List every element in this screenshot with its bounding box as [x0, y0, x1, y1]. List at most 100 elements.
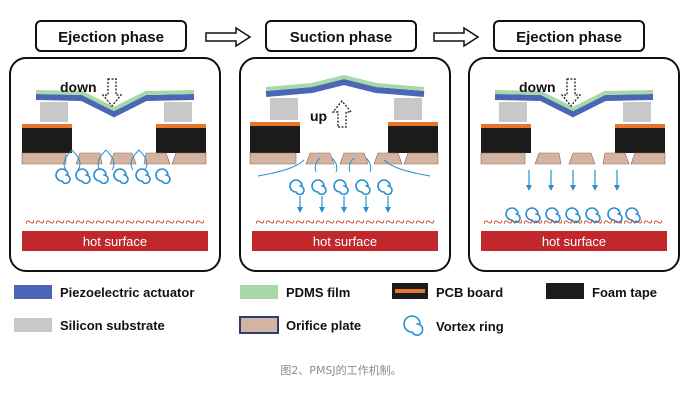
hot-surface-label: hot surface — [313, 234, 377, 249]
heat-wave — [643, 220, 653, 224]
phase-title-2: Suction phase — [290, 29, 393, 46]
legend-label-silicon: Silicon substrate — [60, 318, 165, 333]
heat-wave — [513, 220, 523, 224]
vortex-ring-icon — [403, 315, 424, 336]
foam-tape — [481, 128, 531, 153]
heat-wave — [573, 220, 583, 224]
foam-tape — [388, 126, 438, 153]
legend-item-silicon: Silicon substrate — [14, 318, 165, 333]
flow-arrows — [297, 196, 391, 213]
silicon-substrate — [499, 102, 527, 122]
vortex-ring-row — [55, 168, 171, 185]
silicon-substrate — [40, 102, 68, 122]
legend-label-pdms: PDMS film — [286, 285, 350, 300]
heat-wave — [85, 220, 95, 224]
legend-label-vortex: Vortex ring — [436, 319, 504, 334]
pdms-film — [265, 74, 425, 91]
vortex-ring-icon — [377, 179, 393, 196]
vortex-ring-icon — [93, 168, 109, 185]
heat-wave — [365, 220, 375, 224]
heat-wave — [345, 220, 355, 224]
heat-wave — [603, 220, 613, 224]
legend-label-piezo: Piezoelectric actuator — [60, 285, 194, 300]
vortex-ring-icon — [55, 168, 71, 185]
heat-wave — [45, 220, 55, 224]
phase-header-1: Ejection phase — [35, 20, 187, 52]
vortex-ring-icon — [155, 168, 171, 185]
legend-item-pcb: PCB board — [392, 283, 503, 300]
vortex-ring-icon — [565, 207, 581, 224]
vortex-ring-icon — [333, 179, 349, 196]
silicon-substrate — [270, 98, 298, 120]
figure-caption: 图2、PMSJ的工作机制。 — [280, 363, 401, 377]
hot-surface-3: hot surface — [481, 231, 667, 251]
vortex-ring-row — [505, 207, 641, 224]
vortex-ring-row — [289, 179, 393, 196]
up-arrow — [331, 100, 353, 128]
vortex-ring-icon — [625, 207, 641, 224]
orifice-plate — [21, 152, 207, 165]
legend-item-orifice: Orifice plate — [239, 316, 361, 334]
motion-label-1: down — [60, 79, 97, 95]
vortex-ring-icon — [311, 179, 327, 196]
pcb-board — [388, 122, 438, 126]
heat-wave — [315, 220, 325, 224]
heat-wave — [563, 220, 573, 224]
heat-wave — [593, 220, 603, 224]
heat-wave — [155, 220, 165, 224]
heat-wave — [255, 220, 265, 224]
pcb-board — [250, 122, 300, 126]
heat-wave — [325, 220, 335, 224]
flow-arrows — [526, 170, 620, 191]
legend-item-foam: Foam tape — [546, 283, 657, 300]
legend-label-pcb: PCB board — [436, 285, 503, 300]
vortex-ring-icon — [135, 168, 151, 185]
legend: Piezoelectric actuator PDMS film PCB boa… — [14, 283, 657, 336]
transition-arrow-2 — [433, 26, 480, 48]
suction-flow-lines — [257, 157, 431, 177]
heat-wave — [543, 220, 553, 224]
heat-wave — [55, 220, 65, 224]
heat-wave — [175, 220, 185, 224]
silicon-substrate — [623, 102, 651, 122]
heat-wave — [35, 220, 45, 224]
panel-1-device: down — [21, 78, 207, 185]
heat-wave — [523, 220, 533, 224]
pcb-board — [615, 124, 665, 128]
legend-label-foam: Foam tape — [592, 285, 657, 300]
foam-tape — [156, 128, 206, 153]
heat-wave — [275, 220, 285, 224]
vortex-ring-icon — [289, 179, 305, 196]
vortex-ring-icon — [525, 207, 541, 224]
heat-wave — [653, 220, 663, 224]
heat-wave — [375, 220, 385, 224]
hot-surface-label: hot surface — [83, 234, 147, 249]
transition-arrow-1 — [205, 26, 252, 48]
vortex-ring-icon — [75, 168, 91, 185]
panel-3-device: down — [480, 78, 666, 224]
heat-wave — [483, 220, 493, 224]
foam-tape — [22, 128, 72, 153]
heat-wave — [623, 220, 633, 224]
heat-wave — [503, 220, 513, 224]
heat-wave — [613, 220, 623, 224]
phase-title-3: Ejection phase — [516, 29, 622, 46]
panel-2-device: up — [249, 74, 439, 213]
heat-wave — [265, 220, 275, 224]
heat-wave — [115, 220, 125, 224]
vortex-ring-icon — [607, 207, 623, 224]
heat-wave — [135, 220, 145, 224]
piezo-actuator — [265, 78, 425, 97]
legend-item-pdms: PDMS film — [240, 285, 350, 300]
legend-item-piezo: Piezoelectric actuator — [14, 285, 194, 300]
silicon-substrate — [164, 102, 192, 122]
vortex-ring-icon — [355, 179, 371, 196]
foam-tape — [250, 126, 300, 153]
silicon-substrate — [394, 98, 422, 120]
vortex-ring-icon — [403, 315, 424, 336]
heat-wave — [533, 220, 543, 224]
hot-surface-label: hot surface — [542, 234, 606, 249]
pdms-film — [494, 90, 654, 112]
heat-wave — [195, 220, 205, 224]
